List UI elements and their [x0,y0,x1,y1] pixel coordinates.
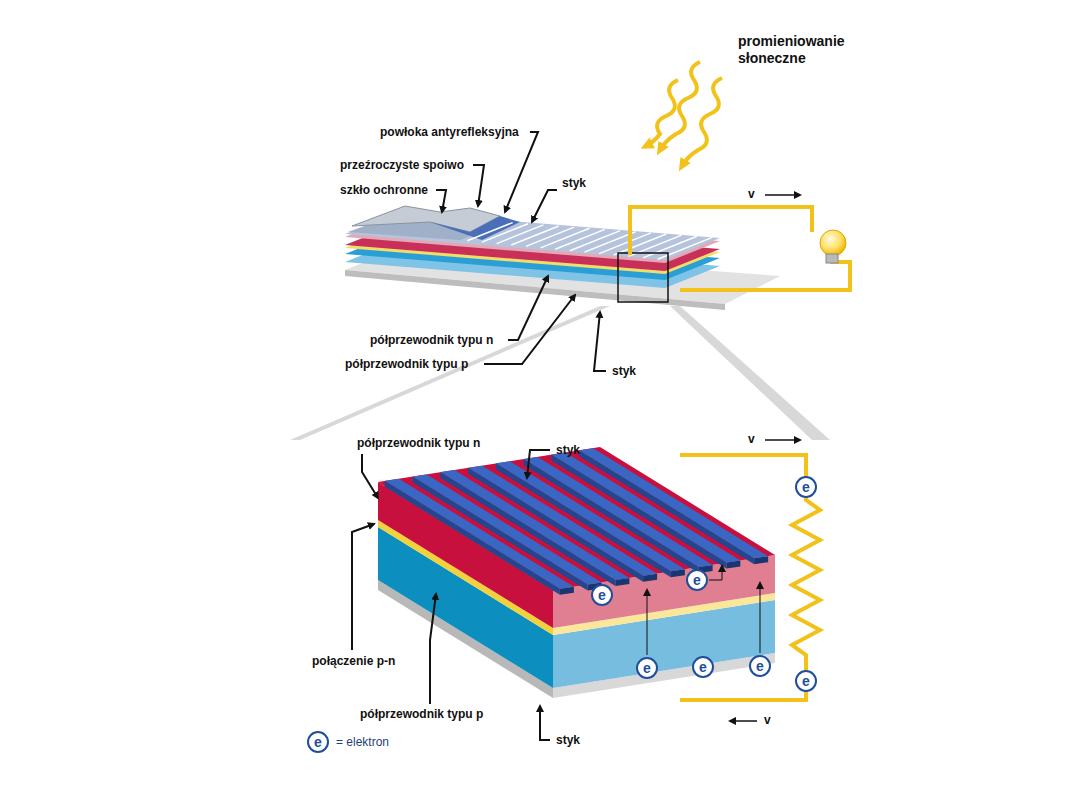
part-label: półprzewodnik typu p [360,707,483,721]
electron-symbol: e [314,735,322,749]
part-label: styk [556,733,580,747]
electron-symbol: e [699,660,707,674]
part-label: półprzewodnik typu p [345,357,468,371]
current-arrow [765,194,800,196]
electron-circle: e [795,670,817,692]
part-label: v [764,713,771,727]
part-label: powłoka antyrefleksyjna [380,125,519,139]
part-label: styk [562,176,586,190]
part-label: półprzewodnik typu n [370,333,493,347]
circuit-wire [680,455,820,700]
electron-symbol: e [756,659,764,673]
part-label: przeźroczyste spoiwo [340,158,464,172]
electron-path [647,566,760,655]
electron-circle: e [636,657,658,679]
electron-symbol: e [598,588,606,602]
contact-bar [551,453,740,563]
electron-symbol: e [802,674,810,688]
part-label: styk [556,443,580,457]
part-label: połączenie p-n [312,654,395,668]
part-label: promieniowanie słoneczne [738,33,878,67]
electron-circle: e [591,584,613,606]
circuit-wire [630,207,850,290]
contact-stripe [658,237,713,259]
part-label: półprzewodnik typu n [357,436,480,450]
contact-bar-side [551,455,726,569]
zoom-box [618,253,668,302]
contact-stripe [467,223,512,241]
contact-bar-side [579,450,754,564]
part-label: szkło ochronne [340,183,428,197]
electron-circle: e [686,569,708,591]
contact-bar-side [524,459,699,573]
part-label: v [748,432,755,446]
contact-stripe [482,224,528,242]
contact-bars [385,448,768,595]
light-bulb [820,230,846,263]
electron-circle: e [307,731,329,753]
electron-circle: e [749,655,771,677]
electron-circle: e [795,476,817,498]
electron-symbol: e [643,661,651,675]
zoom-wedge [290,306,830,440]
sun-rays [646,62,722,166]
electron-symbol: e [802,480,810,494]
leader-line [352,132,606,740]
contact-stripes [467,223,712,260]
electron-symbol: e [693,573,701,587]
part-label: styk [612,364,636,378]
cell-block [378,447,775,698]
electron-circle: e [692,656,714,678]
contact-bar [579,448,768,558]
current-arrow [730,720,757,722]
solar-panel-slab [345,206,780,310]
legend-text: = elektron [336,735,389,749]
part-label: v [748,187,755,201]
current-arrow [765,439,800,441]
